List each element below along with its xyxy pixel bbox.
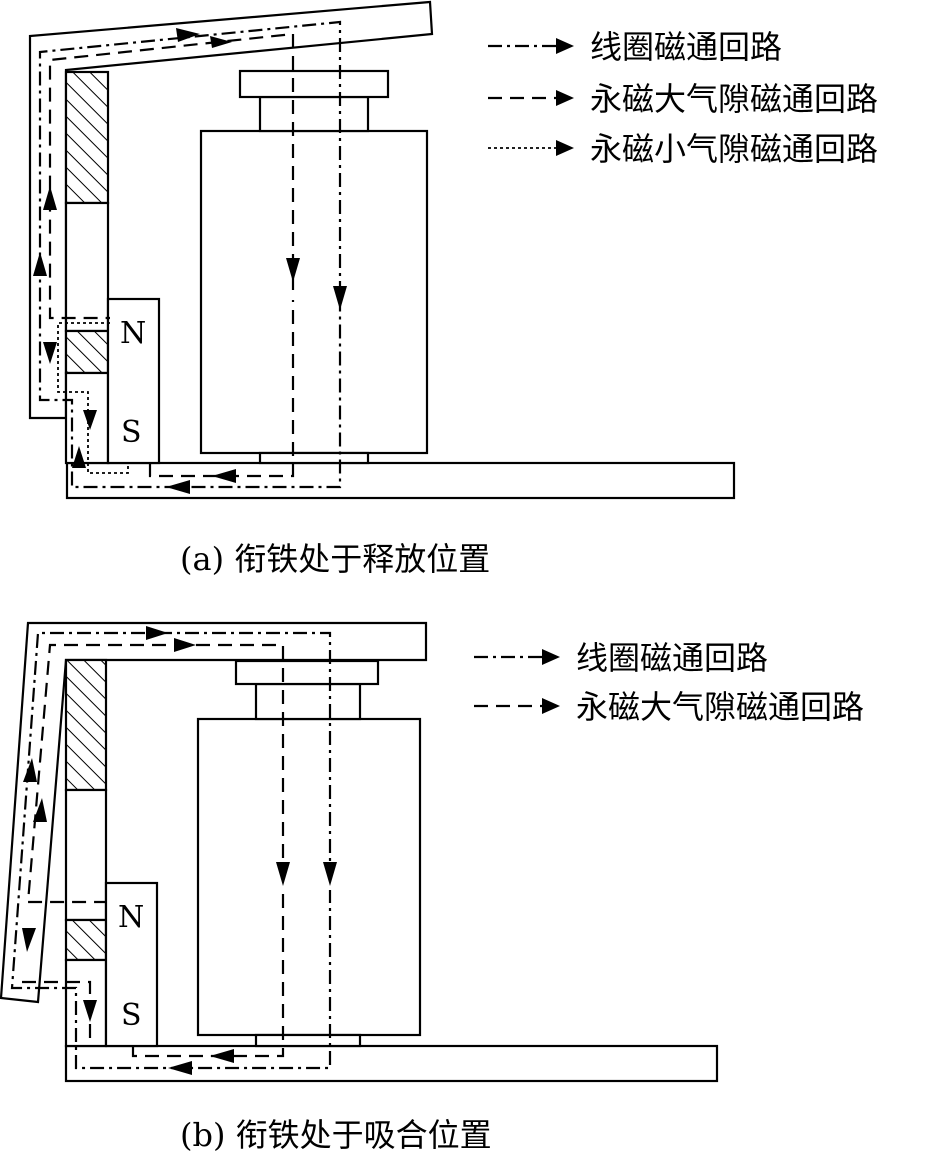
- pole-n-b: N: [118, 900, 144, 935]
- yoke-base-a: [65, 461, 736, 500]
- arrow-coil-left-b: [168, 1061, 192, 1075]
- yoke-base-b: [64, 1044, 719, 1083]
- arrow-large-top-right-b: [174, 638, 196, 652]
- core-foot-a: [258, 451, 370, 465]
- legend-large-gap-label-a: 永磁大气隙磁通回路: [590, 80, 878, 118]
- arrow-large-up-a: [43, 186, 57, 210]
- arrow-large-top-right-a: [210, 36, 232, 48]
- arrow-coil-up-lower-a: [72, 446, 86, 468]
- caption-a: (a) 衔铁处于释放位置: [180, 540, 490, 578]
- diagram-b: N S 线圈磁通回路 永磁大气隙磁通回路 (b) 衔铁处于吸合位置: [0, 621, 864, 1154]
- permanent-magnet-a: [106, 297, 161, 465]
- coil-a: [199, 129, 429, 455]
- legend-b: 线圈磁通回路 永磁大气隙磁通回路: [474, 639, 864, 726]
- permanent-magnet-b: [104, 881, 159, 1048]
- core-neck-a: [258, 95, 370, 133]
- arrow-coil-top-right-b: [146, 626, 168, 640]
- arrow-coil-down-a: [333, 286, 347, 310]
- pole-s-b: S: [121, 998, 142, 1033]
- core-cap-a: [238, 69, 390, 99]
- arrow-large-down-a: [286, 258, 300, 282]
- arrow-large-down-lower-b: [83, 1000, 97, 1022]
- caption-b: (b) 衔铁处于吸合位置: [180, 1116, 492, 1154]
- arrow-large-up-b: [33, 798, 47, 822]
- diagram-a: N S 线圈磁通回路 永磁大气隙磁通回路 永磁小气隙磁通回路: [28, 0, 878, 578]
- arrow-coil-down-b: [323, 862, 337, 886]
- legend-coil-label-a: 线圈磁通回路: [590, 28, 782, 66]
- pm-small-gap-loop-a: [57, 322, 129, 474]
- core-neck-b: [254, 682, 362, 721]
- pm-large-gap-loop-b: [26, 643, 285, 1058]
- hatched-spacer-top-b: [64, 658, 108, 792]
- arrow-coil-left-a: [166, 480, 190, 494]
- arrow-small-down-left-a: [43, 342, 57, 364]
- coil-flux-loop-a: [38, 20, 342, 489]
- coil-b: [196, 717, 422, 1037]
- legend-a: 线圈磁通回路 永磁大气隙磁通回路 永磁小气隙磁通回路: [488, 28, 878, 168]
- arrow-coil-up-b: [23, 758, 37, 782]
- core-cap-b: [234, 659, 380, 686]
- hatched-spacer-bottom-a: [64, 329, 110, 375]
- pm-large-gap-loop-a: [48, 32, 295, 478]
- core-foot-b: [254, 1033, 362, 1048]
- legend-large-gap-label-b: 永磁大气隙磁通回路: [576, 688, 864, 726]
- arrow-large-down-left-b: [22, 928, 36, 952]
- arrow-coil-top-right-a: [176, 28, 200, 42]
- arrow-large-left-a: [212, 469, 236, 483]
- arrow-coil-up-a: [33, 252, 47, 276]
- arrow-small-down-a: [83, 410, 97, 430]
- legend-small-gap-label-a: 永磁小气隙磁通回路: [590, 130, 878, 168]
- column-a: [64, 201, 110, 333]
- coil-flux-loop-b: [10, 631, 332, 1070]
- hatched-spacer-bottom-b: [64, 918, 108, 962]
- legend-coil-label-b: 线圈磁通回路: [576, 639, 768, 677]
- arrow-large-left-b: [210, 1049, 234, 1063]
- hatched-spacer-top-a: [64, 70, 110, 205]
- pole-s-a: S: [121, 415, 142, 450]
- column-b: [64, 788, 108, 922]
- pole-n-a: N: [120, 316, 146, 351]
- arrow-large-down-b: [276, 862, 290, 886]
- pm-large-gap-return-b: [22, 980, 92, 1046]
